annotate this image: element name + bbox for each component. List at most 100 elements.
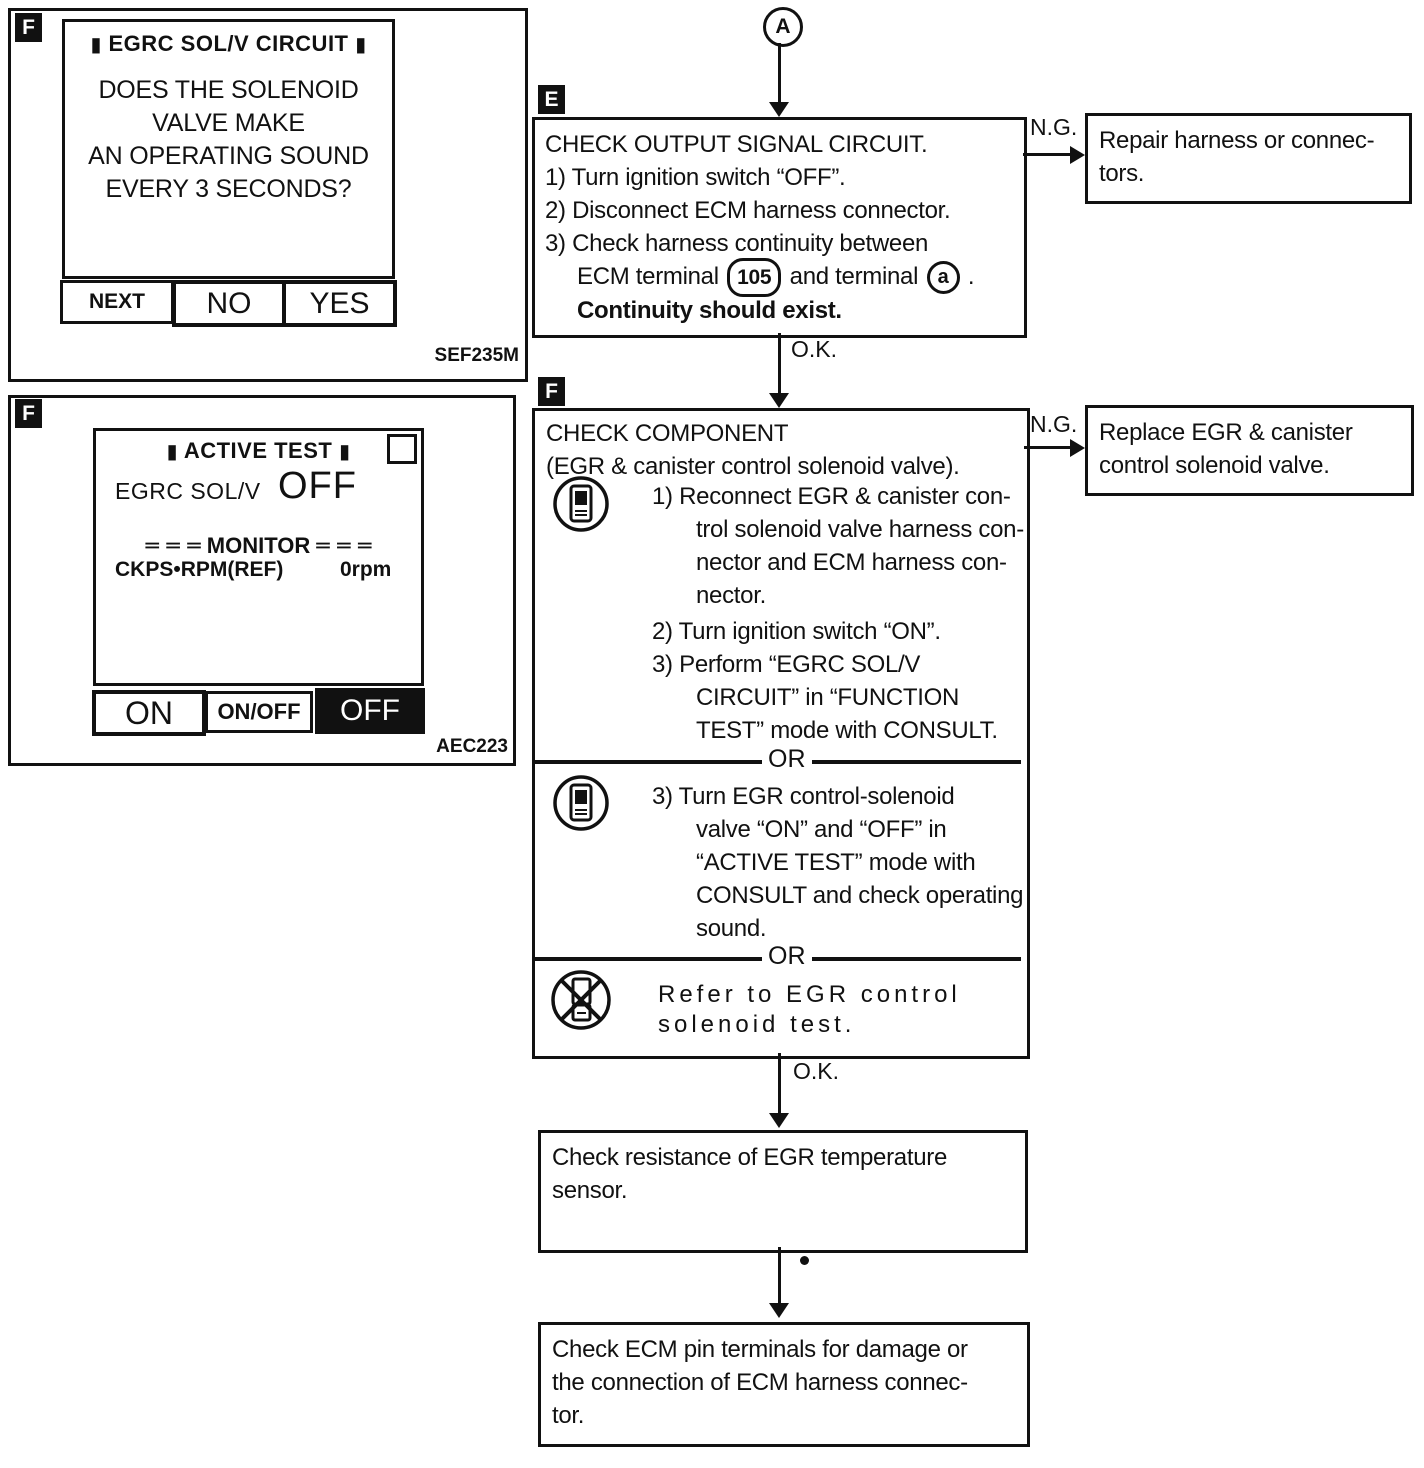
no-consult-icon — [550, 969, 612, 1031]
next-button[interactable]: NEXT — [60, 280, 174, 324]
ok-label: O.K. — [793, 1058, 840, 1084]
flow-arrow-line — [1023, 153, 1071, 156]
flow-arrow-line — [1024, 446, 1071, 449]
terminal-text-pre: ECM terminal — [577, 262, 719, 290]
on-button[interactable]: ON — [92, 690, 206, 736]
empty-checkbox-icon — [387, 434, 417, 464]
question-line: EVERY 3 SECONDS? — [105, 175, 352, 203]
replace-line: Replace EGR & canister — [1099, 419, 1353, 446]
box-f-step1-line: 1) Reconnect EGR & canister con- — [652, 483, 1011, 510]
flow-arrowhead — [769, 1113, 789, 1128]
test-parameter-label: EGRC SOL/V — [115, 478, 261, 504]
box-e-step1: 1) Turn ignition switch “OFF”. — [545, 164, 846, 191]
flow-box-check-output-signal: CHECK OUTPUT SIGNAL CIRCUIT. 1) Turn ign… — [532, 117, 1027, 338]
flow-box-check-ecm-pins: Check ECM pin terminals for damage or th… — [538, 1322, 1030, 1447]
flow-box-replace-valve: Replace EGR & canister control solenoid … — [1085, 405, 1414, 496]
or-label: OR — [768, 942, 806, 970]
box-f-step3-line: 3) Perform “EGRC SOL/V — [652, 651, 921, 678]
box-e-title: CHECK OUTPUT SIGNAL CIRCUIT. — [545, 131, 928, 158]
resistance-line: sensor. — [552, 1177, 628, 1204]
monitor-row-value: 0rpm — [340, 558, 392, 581]
consult-icon — [552, 475, 610, 533]
monitor-divider-row: ═ ═ ═ MONITOR ═ ═ ═ — [96, 533, 421, 559]
monitor-left-bars: ═ ═ ═ — [145, 534, 201, 559]
terminal-a-marker: a — [926, 261, 960, 294]
flow-arrow-line — [778, 43, 781, 103]
title-left-marker-icon: ▮ — [90, 32, 102, 56]
flow-arrowhead — [769, 393, 789, 408]
ecm-line: tor. — [552, 1402, 585, 1429]
box-e-step3: 3) Check harness continuity between — [545, 230, 929, 257]
consult-active-test-figure: F ▮ ACTIVE TEST ▮ EGRC SOL/V OFF ═ ═ ═ M… — [8, 395, 516, 766]
flow-arrowhead — [1070, 439, 1085, 457]
question-block: DOES THE SOLENOID VALVE MAKE AN OPERATIN… — [65, 74, 392, 206]
box-f-refer-line: solenoid test. — [658, 1011, 856, 1038]
connector-a: A — [763, 7, 803, 47]
consult-function-test-figure: F ▮ EGRC SOL/V CIRCUIT ▮ DOES THE SOLENO… — [8, 8, 528, 382]
or-divider-line — [812, 957, 1021, 961]
box-f-alt3-line: 3) Turn EGR control-solenoid — [652, 783, 955, 810]
or-divider-line — [812, 760, 1021, 764]
monitor-label: MONITOR — [206, 533, 311, 558]
flow-box-check-component: CHECK COMPONENT (EGR & canister control … — [532, 408, 1030, 1059]
title-right-marker-icon: ▮ — [355, 32, 367, 56]
resistance-line: Check resistance of EGR temperature — [552, 1144, 948, 1171]
ng-label: N.G. — [1030, 114, 1078, 140]
box-e-step2: 2) Disconnect ECM harness connector. — [545, 197, 951, 224]
footnote-dot — [800, 1256, 809, 1265]
monitor-right-bars: ═ ═ ═ — [316, 534, 372, 559]
box-f-alt3-line: CONSULT and check operating — [696, 882, 1024, 909]
or-divider-line — [535, 957, 762, 961]
ecm-line: the connection of ECM harness connec- — [552, 1369, 968, 1396]
yes-button[interactable]: YES — [282, 280, 397, 327]
box-f-step1-line: trol solenoid valve harness con- — [696, 516, 1024, 543]
flow-arrow-line — [778, 333, 781, 394]
ok-label: O.K. — [791, 336, 838, 362]
consult-icon — [552, 774, 610, 832]
ecm-line: Check ECM pin terminals for damage or — [552, 1336, 968, 1363]
box-f-step1-line: nector and ECM harness con- — [696, 549, 1007, 576]
flow-box-check-resistance: Check resistance of EGR temperature sens… — [538, 1130, 1028, 1253]
flow-arrowhead — [1070, 146, 1085, 164]
or-divider-line — [535, 760, 762, 764]
box-f-step1-line: nector. — [696, 582, 766, 609]
box-f-alt3-line: “ACTIVE TEST” mode with — [696, 849, 976, 876]
flow-arrow-line — [778, 1247, 781, 1304]
replace-line: control solenoid valve. — [1099, 452, 1330, 479]
figure-code: SEF235M — [434, 345, 519, 366]
step-badge-f1: F — [15, 13, 42, 42]
title-right-marker-icon: ▮ — [338, 439, 351, 463]
question-line: DOES THE SOLENOID — [98, 76, 359, 104]
box-f-step2-line: 2) Turn ignition switch “ON”. — [652, 618, 941, 645]
box-f-alt3-line: valve “ON” and “OFF” in — [696, 816, 947, 843]
function-test-screen-title: ▮ EGRC SOL/V CIRCUIT ▮ — [65, 31, 392, 57]
test-parameter-value: OFF — [278, 465, 357, 507]
repair-line: tors. — [1099, 160, 1145, 187]
ng-label: N.G. — [1030, 411, 1078, 437]
active-test-screen-title: ▮ ACTIVE TEST ▮ — [96, 438, 421, 464]
box-f-alt3-line: sound. — [696, 915, 767, 942]
monitor-row-label: CKPS•RPM(REF) — [115, 558, 284, 581]
or-label: OR — [768, 745, 806, 773]
no-button[interactable]: NO — [172, 280, 286, 327]
box-f-refer-line: Refer to EGR control — [658, 981, 961, 1008]
box-f-title: CHECK COMPONENT — [546, 420, 789, 447]
flow-box-repair-harness: Repair harness or connec- tors. — [1085, 113, 1412, 204]
step-badge-f3: F — [538, 377, 565, 406]
flow-arrow-line — [778, 1053, 781, 1114]
step-badge-e: E — [538, 85, 565, 114]
on-off-button[interactable]: ON/OFF — [205, 691, 313, 733]
question-line: AN OPERATING SOUND — [88, 142, 369, 170]
figure-code: AEC223 — [436, 736, 508, 757]
box-f-step3-line: CIRCUIT” in “FUNCTION — [696, 684, 960, 711]
step-badge-f2: F — [15, 399, 42, 428]
question-line: VALVE MAKE — [152, 109, 305, 137]
box-f-step3-line: TEST” mode with CONSULT. — [696, 717, 998, 744]
off-button-selected[interactable]: OFF — [315, 688, 425, 734]
title-left-marker-icon: ▮ — [166, 439, 179, 463]
flow-arrowhead — [769, 1303, 789, 1318]
flow-arrowhead — [769, 102, 789, 117]
screen-title-text: EGRC SOL/V CIRCUIT — [108, 31, 349, 56]
box-f-subtitle: (EGR & canister control solenoid valve). — [546, 453, 960, 480]
